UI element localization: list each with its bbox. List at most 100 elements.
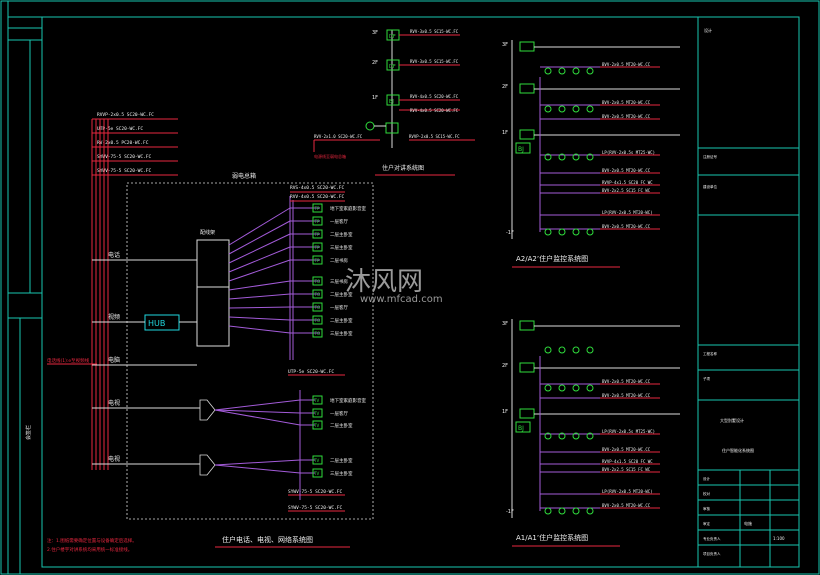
title-block-role: 专业负责人 [703, 536, 721, 541]
mon-floor: 1F [502, 409, 508, 415]
tv-code: TV [313, 398, 319, 403]
sensor-icon [544, 153, 552, 161]
floor-label: 2F [372, 60, 378, 66]
cable-label: SYWV-75-5 SC20-WC.FC [288, 489, 342, 495]
tv-outlet [312, 408, 323, 418]
bus-line [228, 316, 291, 321]
outlet-code: TO [314, 292, 321, 297]
cable-label: RVV-3x0.5 SC15-WC.FC [410, 29, 459, 34]
mon-cable: BVV-2x2.5 SC15 FC WC [602, 188, 651, 193]
mon-cable: BVV-2x2.5 SC15 FC WC [602, 467, 651, 472]
feed-label: 电脑 [108, 356, 120, 364]
sensor-icon [572, 153, 580, 161]
tv-splitter [199, 454, 216, 476]
mon-box [519, 408, 535, 419]
drawing-name: 住户智能化系统图 [722, 447, 754, 453]
mon-floor: 3F [502, 321, 508, 327]
feed-label: 电视 [108, 399, 120, 407]
mon-floor: 2F [502, 363, 508, 369]
sensor-icon [586, 67, 594, 75]
mon-floor: 2F [502, 84, 508, 90]
sensor-icon [572, 432, 580, 440]
sensor-icon [558, 432, 566, 440]
feed-label: 视频 [108, 313, 120, 321]
room-label: 二层主卧室 [330, 231, 353, 238]
mon-box [519, 362, 535, 373]
title-block-role: 审定 [703, 521, 711, 526]
outlet-box [312, 289, 323, 299]
sensor-icon [544, 384, 552, 392]
weak-current-box [126, 182, 374, 520]
room-label: 三层书房 [330, 278, 348, 285]
mon-floor: 1F [502, 130, 508, 136]
mon-title: A1/A1’住户监控系统图 [516, 533, 588, 542]
bj-box [515, 142, 531, 154]
cable-label: RVV-4x0.5 SC20-WC.FC [410, 108, 459, 113]
outlet-box [312, 216, 323, 226]
sensor-icon [586, 228, 594, 236]
bus-line [228, 259, 291, 282]
bus-line [228, 220, 291, 255]
sensor-icon [572, 507, 580, 515]
floor-label: 1F [372, 95, 378, 101]
sensor-icon [572, 346, 580, 354]
tv-line [214, 459, 301, 466]
tv-outlet [312, 468, 323, 478]
outlet-code: TP [314, 206, 320, 211]
mon-cable: LP(RVV-2x0.5 MT20-WC) [602, 489, 653, 494]
sensor-icon [544, 507, 552, 515]
bj-label: BJ [518, 425, 524, 432]
sensor-icon [558, 384, 566, 392]
room-label: 一层客厅 [330, 304, 348, 311]
tv-outlet [312, 395, 323, 405]
bus-line [228, 246, 291, 273]
cable-label: RVV-4x0.5 SC20-WC.FC [410, 94, 459, 99]
mon-cable: BVV-2x0.5 MT20-WC.CC [602, 168, 651, 173]
mon-box [519, 129, 535, 140]
sensor-icon [572, 105, 580, 113]
title-block-text: 建设单位 [703, 184, 717, 189]
sensor-icon [558, 346, 566, 354]
box-label: 弱电总箱 [232, 172, 256, 180]
cable-label: RVS-4x0.5 SC20-WC.FC [290, 185, 344, 191]
outlet-box [312, 203, 323, 213]
mon-cable: LP(RVV-2x0.5s MT25-WC) [602, 429, 655, 434]
patch-panel [196, 239, 230, 347]
room-label: 二层主卧室 [330, 291, 353, 298]
mon-title: A2/A2’住户监控系统图 [516, 254, 588, 263]
center-title: 住户电话、电视、网络系统图 [222, 535, 313, 544]
cable-label: RVV-4x0.5 SC20-WC.FC [290, 194, 344, 200]
mon-cable: BVV-2x0.5 MT20-WC.CC [602, 503, 651, 508]
room-label: 一层客厅 [330, 218, 348, 225]
sensor-icon [586, 432, 594, 440]
outlet-code: TO [314, 279, 321, 284]
mon-cable: BVV-2x0.5 MT20-WC.CC [602, 393, 651, 398]
mon-floor: -1F [506, 509, 514, 515]
outlet-code: TP [314, 232, 320, 237]
sensor-icon [586, 507, 594, 515]
room-label: 二层主卧室 [330, 317, 353, 324]
mon-cable: RVVP-4x1.5 SC20 FC WC [602, 180, 653, 185]
outlet-box [312, 255, 323, 265]
patch-label: 配线架 [200, 229, 215, 236]
sensor-icon [544, 228, 552, 236]
mon-box [519, 320, 535, 331]
bus-line [228, 306, 291, 309]
tv-line [214, 399, 301, 411]
mon-cable: RVVP-4x1.5 SC20 FC WC [602, 459, 653, 464]
tv-room: 一层客厅 [330, 410, 348, 417]
sensor-icon [572, 228, 580, 236]
tv-line [214, 409, 301, 414]
cable-label: UTP-5e SC20-WC.FC [288, 369, 334, 375]
floor-label: 3F [372, 30, 378, 36]
title-block-role: 审核 [703, 506, 711, 511]
outlet-code: TP [314, 258, 320, 263]
cable-label: UTP-5e SC20-WC.FC [97, 126, 143, 132]
mon-cable: BVV-2x0.5 MT20-WC.CC [602, 379, 651, 384]
mon-floor: 3F [502, 42, 508, 48]
sensor-icon [558, 507, 566, 515]
tv-outlet [312, 455, 323, 465]
bus-line [228, 325, 291, 334]
